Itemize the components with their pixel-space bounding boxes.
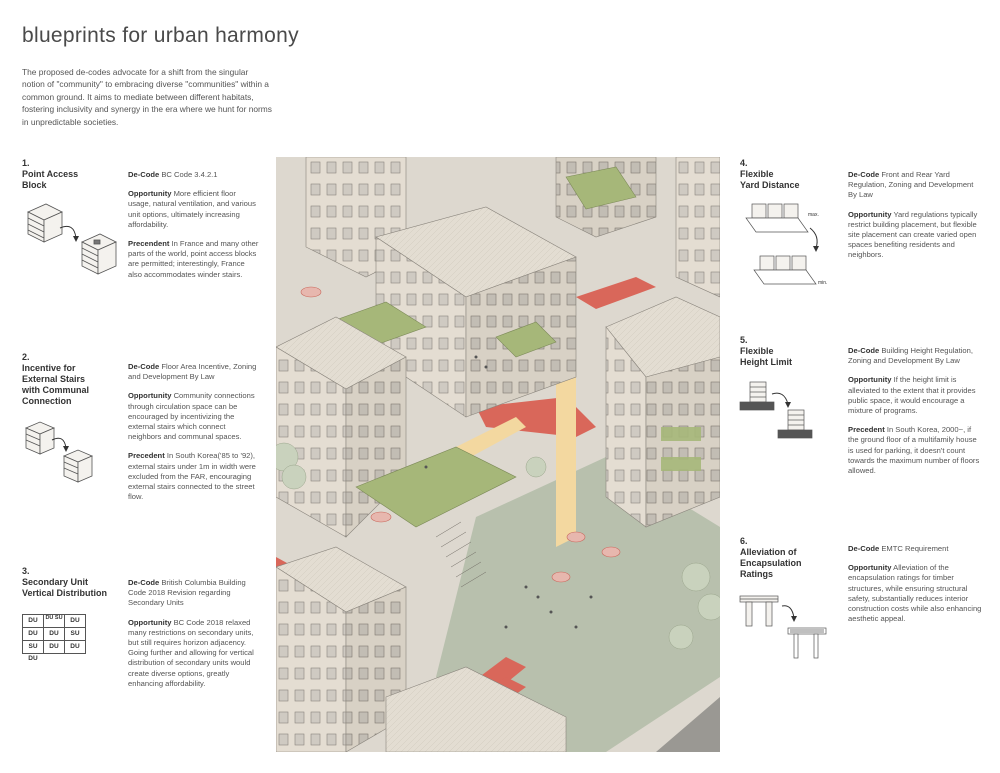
item-number: 5.	[740, 335, 748, 345]
du-cell: DU	[22, 627, 44, 641]
precedent-text: In South Korea, 2000~, if the ground flo…	[848, 425, 980, 476]
du-cell: DU	[43, 627, 65, 641]
opportunity-label: Opportunity	[128, 189, 172, 199]
height-limit-icon	[739, 381, 813, 439]
page-title: blueprints for urban harmony	[22, 24, 299, 47]
decode-text: Front and Rear Yard Regulation, Zoning a…	[848, 170, 974, 200]
opportunity-text: Alleviation of the encapsulation ratings…	[848, 563, 982, 624]
du-cell: DU	[64, 614, 86, 628]
item-5-heading: 5. Flexible Height Limit	[740, 335, 840, 368]
item-6-heading: 6. Alleviation of Encapsulation Ratings	[740, 536, 840, 580]
decode-text: Building Height Regulation, Zoning and D…	[848, 346, 973, 366]
precedent-text: In France and many other parts of the wo…	[128, 239, 259, 279]
precedent-label: Precedent	[128, 451, 165, 461]
item-4-description: De-Code Front and Rear Yard Regulation, …	[848, 170, 983, 270]
du-cell: SU DU	[64, 627, 86, 649]
intro-paragraph: The proposed de-codes advocate for a shi…	[22, 67, 272, 127]
item-number: 3.	[22, 566, 30, 576]
item-title: Alleviation of Encapsulation Ratings	[740, 547, 802, 579]
item-4-heading: 4. Flexible Yard Distance	[740, 158, 840, 191]
yard-min-label: min.	[818, 280, 827, 286]
du-cell: DU	[64, 640, 86, 654]
decode-label: De-Code	[848, 544, 880, 553]
item-title: Secondary Unit Vertical Distribution	[22, 577, 108, 598]
precedent-label: Precendent	[128, 239, 170, 249]
opportunity-text: Yard regulations typically restrict buil…	[848, 209, 978, 260]
item-number: 1.	[22, 158, 30, 168]
decode-label: De-Code	[128, 170, 160, 179]
du-cell: DU	[43, 640, 65, 654]
item-title: Flexible Yard Distance	[740, 169, 800, 190]
item-3-heading: 3. Secondary Unit Vertical Distribution	[22, 566, 122, 599]
decode-label: De-Code	[128, 578, 160, 587]
decode-label: De-Code	[128, 362, 160, 371]
item-3-description: De-Code British Columbia Building Code 2…	[128, 578, 260, 698]
item-title: Incentive for External Stairs with Commu…	[22, 363, 89, 406]
yard-distance-icon: max. min.	[745, 203, 827, 286]
decode-label: De-Code	[848, 170, 880, 179]
precedent-text: In South Korea('85 to '92), external sta…	[128, 451, 256, 502]
item-number: 6.	[740, 536, 748, 546]
item-6-description: De-Code EMTC Requirement Opportunity All…	[848, 544, 983, 633]
point-access-block-icon	[27, 203, 117, 275]
du-cell: DU SU	[43, 614, 65, 628]
opportunity-text: More efficient floor usage, natural vent…	[128, 189, 256, 229]
decode-text: BC Code 3.4.2.1	[161, 170, 218, 179]
axonometric-drawing	[276, 157, 720, 752]
du-cell: DU	[22, 614, 44, 628]
external-stairs-icon	[24, 421, 94, 483]
opportunity-label: Opportunity	[848, 209, 892, 219]
axonometric-illustration	[276, 157, 720, 752]
item-title: Point Access Block	[22, 169, 79, 190]
opportunity-label: Opportunity	[848, 563, 892, 573]
item-number: 4.	[740, 158, 748, 168]
opportunity-text: If the height limit is alleviated to the…	[848, 375, 976, 416]
yard-max-label: max.	[808, 212, 819, 218]
item-1-description: De-Code BC Code 3.4.2.1 Opportunity More…	[128, 170, 260, 289]
opportunity-label: Opportunity	[128, 617, 172, 627]
item-2-description: De-Code Floor Area Incentive, Zoning and…	[128, 362, 260, 511]
encapsulation-icon	[739, 595, 827, 659]
item-5-description: De-Code Building Height Regulation, Zoni…	[848, 346, 983, 485]
decode-label: De-Code	[848, 346, 880, 355]
opportunity-text: Community connections through circulatio…	[128, 391, 255, 442]
opportunity-label: Opportunity	[848, 375, 892, 385]
item-1-heading: 1. Point Access Block	[22, 158, 117, 191]
item-2-heading: 2. Incentive for External Stairs with Co…	[22, 352, 122, 407]
item-title: Flexible Height Limit	[740, 346, 792, 367]
precedent-label: Precedent	[848, 425, 885, 435]
decode-text: EMTC Requirement	[881, 544, 949, 553]
decode-text: British Columbia Building Code 2018 Revi…	[128, 578, 246, 608]
opportunity-label: Opportunity	[128, 391, 172, 401]
opportunity-text: BC Code 2018 relaxed many restrictions o…	[128, 617, 254, 688]
item-number: 2.	[22, 352, 30, 362]
du-cell: SU DU	[22, 640, 44, 662]
decode-text: Floor Area Incentive, Zoning and Develop…	[128, 362, 257, 382]
